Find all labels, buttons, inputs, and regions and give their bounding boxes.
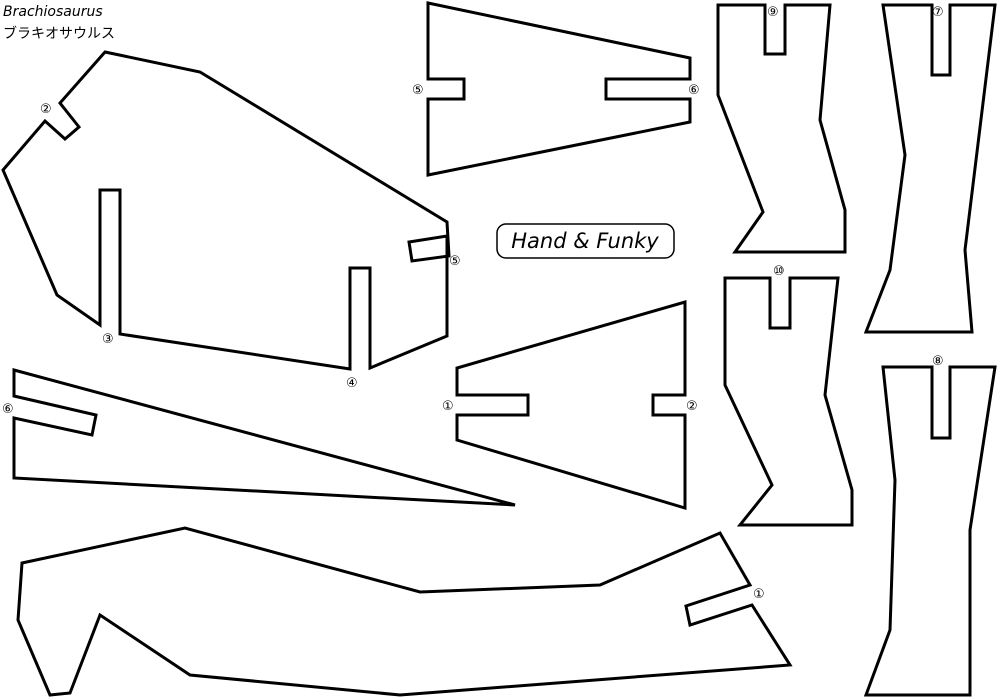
slot-label: ④ <box>346 376 358 391</box>
slot-label: ⑤ <box>412 83 424 98</box>
slot-label: ① <box>753 587 765 602</box>
slot-label: ③ <box>102 332 114 347</box>
leg-piece-10 <box>723 276 854 527</box>
body-piece <box>1 50 451 371</box>
slot-label: ⑩ <box>773 264 785 279</box>
slot-label: ⑨ <box>767 5 779 20</box>
long-neck-piece <box>16 526 793 697</box>
brand-logo: Hand & Funky <box>511 229 659 253</box>
slot-label: ① <box>442 399 454 414</box>
slot-label: ⑤ <box>449 254 461 269</box>
brand-logo-frame <box>496 223 675 259</box>
slot-label: ⑦ <box>932 5 944 20</box>
tail-piece <box>12 368 516 507</box>
head-piece <box>455 300 687 511</box>
neck-piece <box>426 1 692 177</box>
slot-label: ② <box>686 399 698 414</box>
slot-label: ⑥ <box>2 402 14 417</box>
slot-label: ② <box>40 102 52 117</box>
slot-label: ⑧ <box>932 354 944 369</box>
slot-label: ⑥ <box>688 83 700 98</box>
model-name-japanese: ブラキオサウルス <box>3 26 115 42</box>
leg-piece-8 <box>863 365 997 697</box>
model-name-english: Brachiosaurus <box>3 4 103 20</box>
leg-piece-7 <box>863 3 997 334</box>
leg-piece-9 <box>716 3 847 254</box>
